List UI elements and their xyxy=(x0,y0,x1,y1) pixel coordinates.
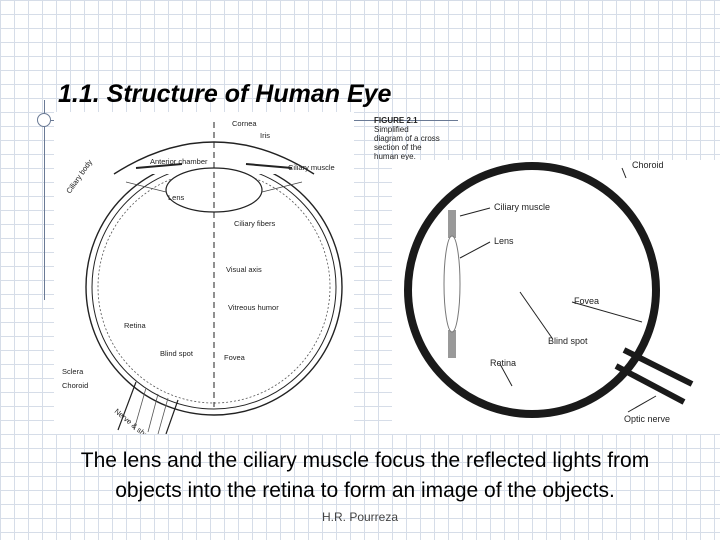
label-ciliary-muscle: Ciliary muscle xyxy=(288,163,335,172)
label-cornea: Cornea xyxy=(232,119,257,128)
label-optic-nerve-right: Optic nerve xyxy=(624,414,670,424)
label-sclera: Sclera xyxy=(62,367,84,376)
ciliary-fiber xyxy=(126,182,166,192)
figure-caption: FIGURE 2.1 Simplified diagram of a cross… xyxy=(374,116,440,161)
slide-title: 1.1. Structure of Human Eye xyxy=(58,80,391,109)
label-blind-spot-right: Blind spot xyxy=(548,336,588,346)
optic-nerve-line xyxy=(616,366,684,402)
label-retina-right: Retina xyxy=(490,358,516,368)
caption-line-1: The lens and the ciliary muscle focus th… xyxy=(20,446,710,476)
simplified-lens xyxy=(444,236,460,332)
label-visual-axis: Visual axis xyxy=(226,265,262,274)
figure-caption-heading-text: FIGURE 2.1 xyxy=(374,116,440,125)
title-decoration-vline xyxy=(44,100,45,300)
figure-caption-line: diagram of a cross xyxy=(374,134,440,143)
caption-line-2: objects into the retina to form an image… xyxy=(20,476,710,506)
label-choroid-right: Choroid xyxy=(632,160,664,170)
label-ciliary-body: Ciliary body xyxy=(64,158,94,195)
label-lens: Lens xyxy=(168,193,185,202)
label-choroid: Choroid xyxy=(62,381,88,390)
label-vitreous-humor: Vitreous humor xyxy=(228,303,279,312)
title-decoration-circle xyxy=(37,113,51,127)
label-iris: Iris xyxy=(260,131,270,140)
label-ciliary-muscle-right: Ciliary muscle xyxy=(494,202,550,212)
label-fovea: Fovea xyxy=(224,353,246,362)
slide-caption: The lens and the ciliary muscle focus th… xyxy=(20,446,710,506)
ciliary-fiber xyxy=(262,182,302,192)
ciliary-muscle-bottom xyxy=(448,330,456,358)
label-retina: Retina xyxy=(124,321,147,330)
label-anterior-chamber: Anterior chamber xyxy=(150,157,208,166)
eye-cross-section-diagram: Cornea Iris Ciliary body Anterior chambe… xyxy=(54,112,354,434)
label-fovea-right: Fovea xyxy=(574,296,599,306)
label-blind-spot: Blind spot xyxy=(160,349,194,358)
label-lens-right: Lens xyxy=(494,236,514,246)
label-ciliary-fibers: Ciliary fibers xyxy=(234,219,276,228)
figure-caption-line: section of the xyxy=(374,143,440,152)
figure-caption-line: Simplified xyxy=(374,125,440,134)
simplified-eye-diagram: Choroid Ciliary muscle Lens Fovea Blind … xyxy=(392,160,720,434)
ciliary-muscle-top xyxy=(448,210,456,238)
slide-footer: H.R. Pourreza xyxy=(0,510,720,524)
